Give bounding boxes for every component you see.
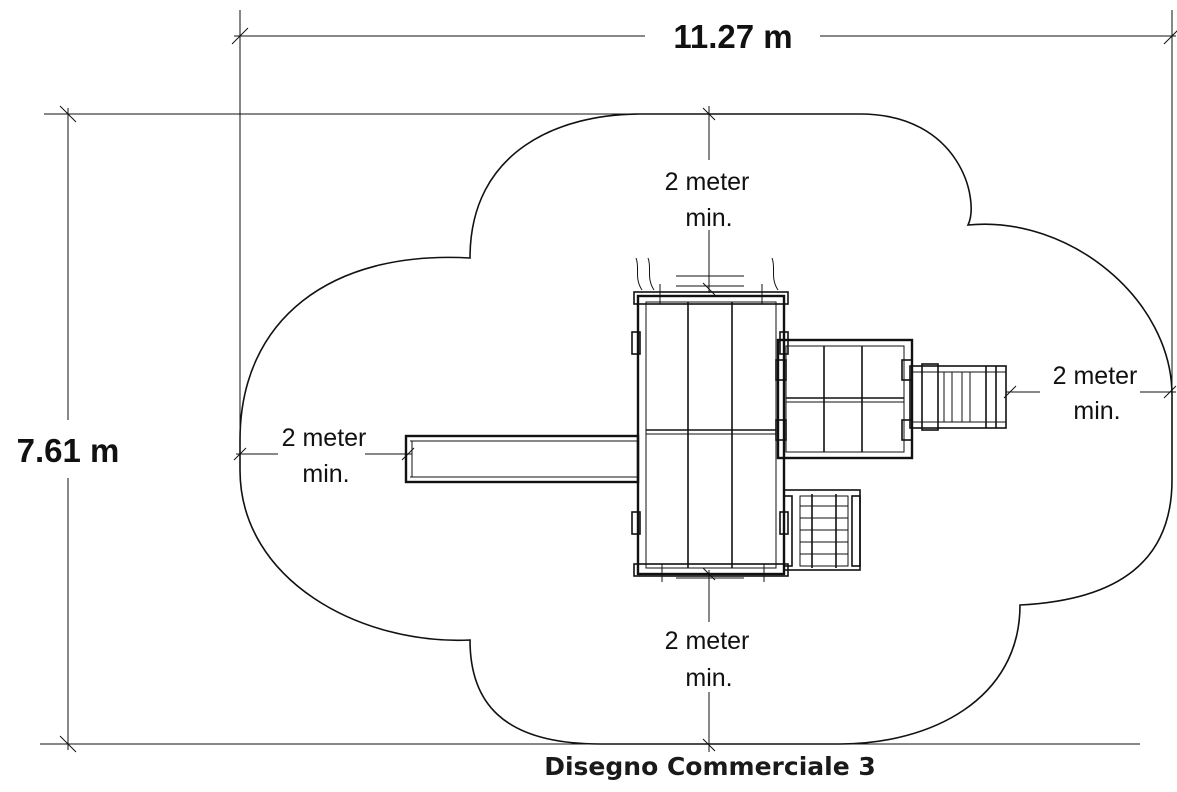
secondary-deck <box>775 338 914 460</box>
top-clearance-marker: 2 meter min. <box>665 106 750 296</box>
left-clearance-marker: 2 meter min. <box>233 424 415 488</box>
width-dimension: 11.27 m <box>231 10 1177 440</box>
right-ladder <box>909 363 1007 431</box>
right-clearance-label-line2: min. <box>1073 397 1120 425</box>
bottom-clearance-label-line1: 2 meter <box>665 627 750 655</box>
top-clearance-label-line2: min. <box>685 204 732 232</box>
safety-zone-outline <box>239 113 1173 745</box>
left-clearance-label-line2: min. <box>302 460 349 488</box>
slide <box>404 434 640 484</box>
main-deck <box>631 257 789 582</box>
drawing-caption: Disegno Commerciale 3 <box>544 752 876 781</box>
bottom-clearance-label-line2: min. <box>685 664 732 692</box>
bottom-steps <box>783 489 861 571</box>
top-clearance-label-line1: 2 meter <box>665 168 750 196</box>
bottom-clearance-marker: 2 meter min. <box>665 567 750 752</box>
right-clearance-label-line1: 2 meter <box>1053 362 1138 390</box>
width-dimension-label: 11.27 m <box>673 18 792 55</box>
height-dimension-label: 7.61 m <box>17 432 120 469</box>
right-clearance-marker: 2 meter min. <box>1003 362 1177 425</box>
left-clearance-label-line1: 2 meter <box>282 424 367 452</box>
